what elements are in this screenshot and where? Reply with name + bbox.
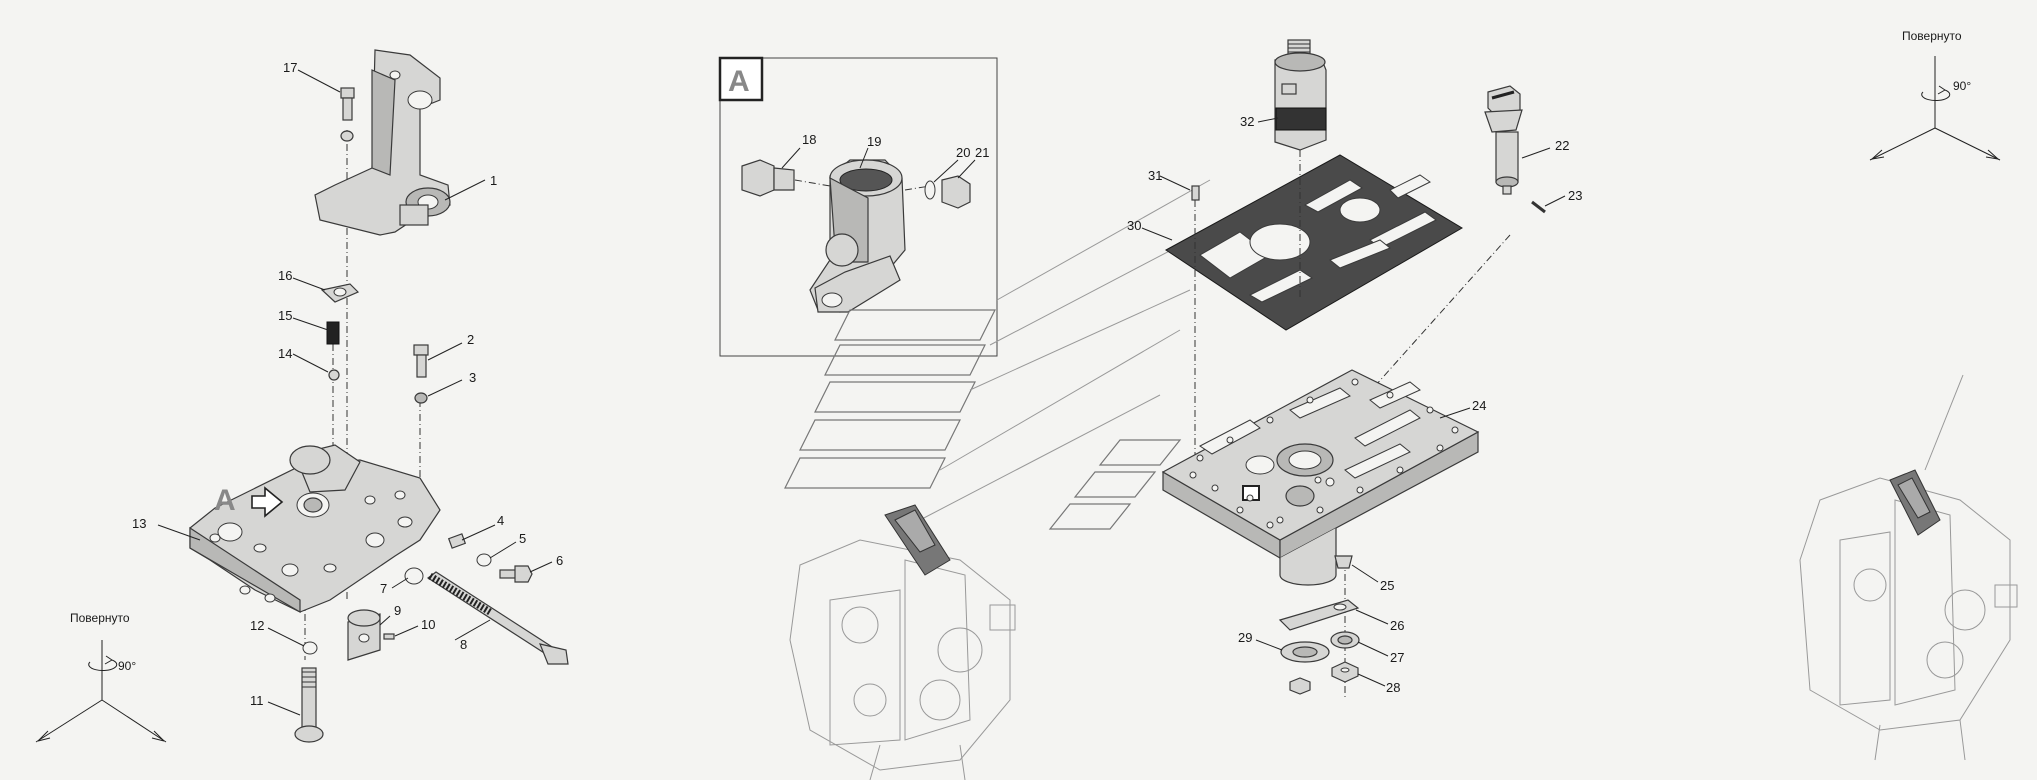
callout-2: 2 bbox=[467, 332, 474, 347]
transmission-overview-center bbox=[789, 504, 1016, 780]
svg-text:Повернуто: Повернуто bbox=[70, 611, 130, 625]
ball-part-14 bbox=[328, 369, 340, 381]
pin-part-31 bbox=[1191, 185, 1200, 201]
plug-part-25 bbox=[1334, 555, 1353, 569]
oring-part-5 bbox=[476, 553, 492, 567]
lever-part-19 bbox=[809, 159, 906, 313]
bolt-part-18 bbox=[741, 159, 795, 197]
washer-part-17b bbox=[340, 130, 354, 142]
callout-19: 19 bbox=[867, 134, 881, 149]
transmission-overview-right bbox=[1799, 374, 2018, 761]
washer-part-3 bbox=[414, 392, 428, 404]
rotation-indicator-left: Повернуто 90° bbox=[35, 611, 167, 743]
bolt-part-2 bbox=[413, 344, 429, 378]
callout-7: 7 bbox=[380, 581, 387, 596]
rotation-indicator-right: Повернуто 90° bbox=[1869, 29, 2001, 161]
nut-part-28 bbox=[1331, 661, 1359, 683]
callout-15: 15 bbox=[278, 308, 292, 323]
valve-part-32 bbox=[1274, 39, 1327, 151]
callout-17: 17 bbox=[283, 60, 297, 75]
pin-part-4 bbox=[447, 533, 467, 549]
callout-11: 11 bbox=[250, 693, 264, 708]
circlip-part-12 bbox=[302, 641, 318, 655]
svg-text:A: A bbox=[214, 484, 236, 517]
valve-part-22 bbox=[1484, 85, 1523, 195]
callout-32: 32 bbox=[1240, 114, 1254, 129]
callout-6: 6 bbox=[556, 553, 563, 568]
callout-4: 4 bbox=[497, 513, 504, 528]
svg-text:90°: 90° bbox=[118, 659, 136, 673]
bracket-part-1 bbox=[314, 49, 451, 236]
nut-part-21 bbox=[941, 175, 971, 209]
bolt-part-17 bbox=[340, 87, 355, 121]
callout-23: 23 bbox=[1568, 188, 1582, 203]
callout-31: 31 bbox=[1148, 168, 1162, 183]
callout-1: 1 bbox=[490, 173, 497, 188]
washer-part-27 bbox=[1330, 631, 1360, 649]
plate-part-24 bbox=[1161, 369, 1480, 586]
shaft-part-11 bbox=[294, 667, 324, 743]
callout-5: 5 bbox=[519, 531, 526, 546]
nut-part-29b bbox=[1289, 677, 1311, 695]
callout-3: 3 bbox=[469, 370, 476, 385]
plug-part-6 bbox=[499, 565, 533, 583]
callout-28: 28 bbox=[1386, 680, 1400, 695]
callout-24: 24 bbox=[1472, 398, 1486, 413]
callout-29: 29 bbox=[1238, 630, 1252, 645]
pin-part-10 bbox=[383, 633, 395, 640]
callout-14: 14 bbox=[278, 346, 292, 361]
callout-26: 26 bbox=[1390, 618, 1404, 633]
svg-text:Повернуто: Повернуто bbox=[1902, 29, 1962, 43]
detail-view-a: A 18 19 20 21 bbox=[718, 56, 998, 357]
sleeve-part-9 bbox=[347, 609, 381, 661]
spring-part-15 bbox=[326, 321, 340, 345]
gasket-part-16 bbox=[320, 283, 360, 303]
location-chevrons bbox=[784, 179, 1211, 530]
main-body-part-13 bbox=[189, 444, 441, 614]
callout-9: 9 bbox=[394, 603, 401, 618]
ring-part-7 bbox=[404, 567, 424, 585]
callout-10: 10 bbox=[421, 617, 435, 632]
callout-12: 12 bbox=[250, 618, 264, 633]
callout-16: 16 bbox=[278, 268, 292, 283]
callout-25: 25 bbox=[1380, 578, 1394, 593]
rack-shaft-part-8 bbox=[426, 571, 569, 665]
washer-part-20 bbox=[924, 180, 936, 200]
detail-marker-a: A bbox=[214, 484, 284, 518]
callout-21: 21 bbox=[975, 145, 989, 160]
callout-20: 20 bbox=[956, 145, 970, 160]
pin-part-23 bbox=[1531, 200, 1546, 214]
callout-8: 8 bbox=[460, 637, 467, 652]
svg-text:A: A bbox=[728, 65, 750, 98]
callout-27: 27 bbox=[1390, 650, 1404, 665]
callout-18: 18 bbox=[802, 132, 816, 147]
lock-plate-part-26 bbox=[1278, 599, 1360, 631]
washer-part-29 bbox=[1280, 641, 1330, 663]
svg-text:90°: 90° bbox=[1953, 79, 1971, 93]
callout-30: 30 bbox=[1127, 218, 1141, 233]
callout-22: 22 bbox=[1555, 138, 1569, 153]
callout-13: 13 bbox=[132, 516, 146, 531]
gasket-part-30 bbox=[1165, 154, 1463, 331]
